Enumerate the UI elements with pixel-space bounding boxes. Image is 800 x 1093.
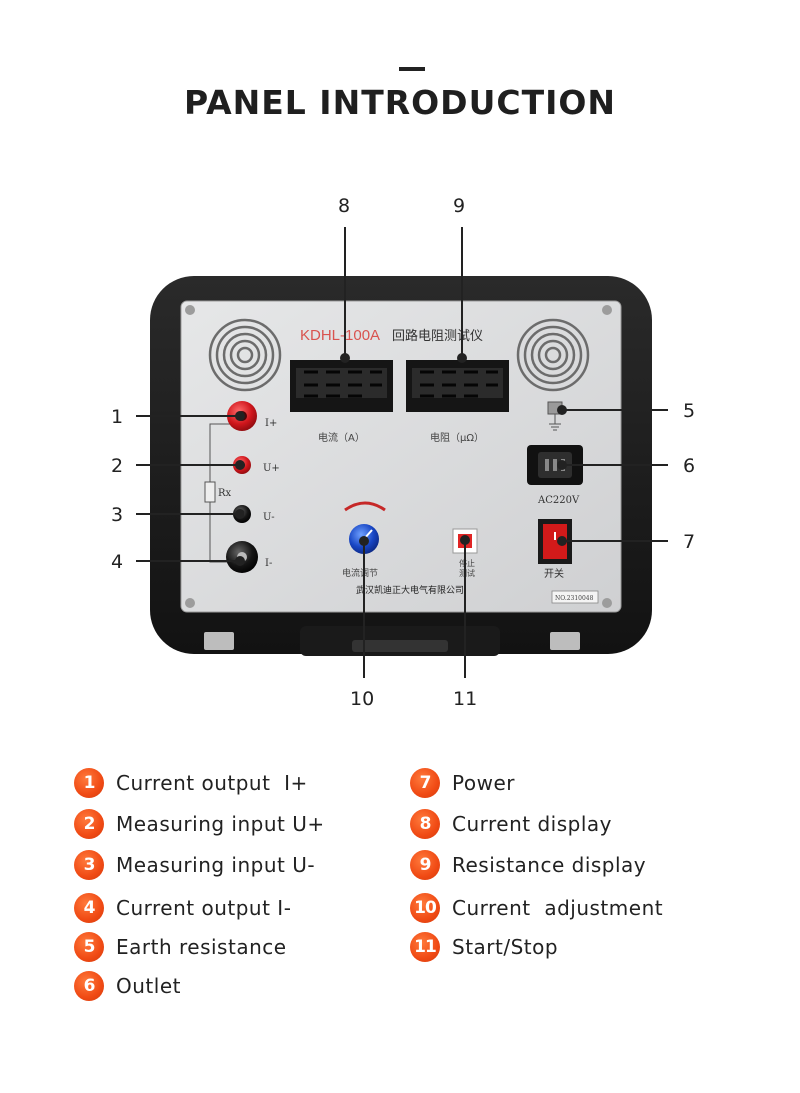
legend-badge: 1 [74,768,104,798]
callout-1: 1 [111,406,123,428]
legend-item: 5 Earth resistance [74,931,287,963]
callout-10: 10 [350,688,374,710]
power-socket-label: AC220V [537,495,580,506]
title-dash [399,67,425,71]
legend-badge: 6 [74,971,104,1001]
legend-item: 11 Start/Stop [410,931,558,963]
legend-badge: 11 [410,932,440,962]
terminal-label-i-minus: I- [265,558,272,569]
legend-item: 9 Resistance display [410,849,646,881]
legend-text: Measuring input U+ [116,812,325,836]
serial-plate: NO.2310048 [551,590,599,604]
callout-5: 5 [683,400,695,422]
legend-item: 7 Power [410,767,515,799]
device-illustration: KDHL-100A 回路电阻测试仪 电流（A） 电阻（μΩ） Rx I+ U+ … [111,195,695,710]
model-name: 回路电阻测试仪 [392,328,483,344]
legend-text: Current adjustment [452,896,664,920]
callout-3: 3 [111,504,123,526]
legend-item: 10 Current adjustment [410,892,663,924]
legend-text: Earth resistance [116,935,287,959]
legend-text: Current display [452,812,612,836]
legend-item: 4 Current output I- [74,892,291,924]
legend-item: 6 Outlet [74,970,181,1002]
legend-text: Current output I+ [116,771,308,795]
callout-11: 11 [453,688,477,710]
stop-label: 停止 [459,558,475,568]
current-display-label: 电流（A） [318,431,365,444]
current-adjust-label: 电流调节 [342,567,378,579]
legend-badge: 9 [410,850,440,880]
legend-badge: 5 [74,932,104,962]
terminal-label-u-minus: U- [263,512,275,523]
callout-7: 7 [683,531,695,553]
current-display [290,360,393,412]
legend-text: Outlet [116,974,181,998]
brand-label: KDHL-100A [300,327,380,344]
legend-item: 2 Measuring input U+ [74,808,325,840]
terminal-label-i-plus: I+ [265,418,277,429]
legend-badge: 2 [74,809,104,839]
legend-text: Start/Stop [452,935,559,959]
right-fan-grille [516,318,590,392]
callout-9: 9 [453,195,465,217]
legend: 1 Current output I+ 2 Measuring input U+… [0,760,800,1093]
resistance-display-label: 电阻（μΩ） [430,431,484,444]
legend-item: 1 Current output I+ [74,767,308,799]
legend-item: 3 Measuring input U- [74,849,315,881]
resistance-display [406,360,509,412]
callout-4: 4 [111,551,123,573]
legend-badge: 10 [410,893,440,923]
legend-text: Measuring input U- [116,853,316,877]
callout-8: 8 [338,195,350,217]
legend-badge: 3 [74,850,104,880]
page-title: PANEL INTRODUCTION [183,83,617,122]
callout-6: 6 [683,455,695,477]
terminal-label-u-plus: U+ [263,463,280,474]
callout-2: 2 [111,455,123,477]
legend-badge: 8 [410,809,440,839]
test-label: 测试 [459,568,475,578]
power-switch-label: 开关 [544,567,564,580]
legend-text: Power [452,771,515,795]
serial-number: NO.2310048 [555,595,594,602]
left-fan-grille [208,318,282,392]
legend-badge: 4 [74,893,104,923]
legend-badge: 7 [410,768,440,798]
legend-text: Resistance display [452,853,647,877]
company-name: 武汉凯迪正大电气有限公司 [356,584,464,596]
legend-item: 8 Current display [410,808,612,840]
rx-label: Rx [218,488,232,499]
legend-text: Current output I- [116,896,292,920]
